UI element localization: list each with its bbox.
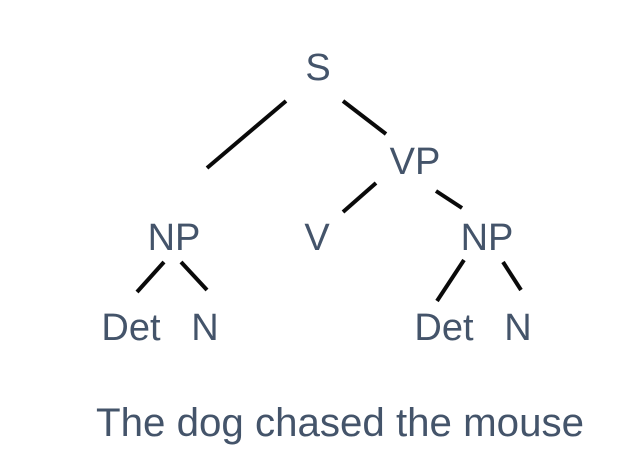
edge-np-det-object	[435, 258, 466, 303]
node-det-object: Det	[414, 307, 474, 349]
node-n-subject: N	[191, 307, 218, 349]
node-det-subject: Det	[101, 307, 161, 349]
edge-np-n-subject	[179, 260, 209, 292]
node-s: S	[305, 47, 330, 89]
edge-vp-np	[434, 189, 464, 210]
node-np-subject: NP	[148, 217, 201, 259]
node-n-object: N	[504, 307, 531, 349]
node-v: V	[304, 217, 330, 259]
edge-np-n-object	[501, 260, 523, 292]
node-np-object: NP	[461, 217, 514, 259]
sentence-caption: The dog chased the mouse	[96, 401, 584, 445]
tree-nodes: S VP NP V NP Det N Det N	[101, 47, 531, 349]
node-vp: VP	[390, 141, 441, 183]
edge-s-vp	[341, 99, 388, 136]
tree-edges	[135, 99, 523, 303]
edge-np-det-subject	[135, 260, 166, 294]
edge-vp-v	[341, 181, 378, 214]
edge-s-np	[205, 99, 288, 170]
